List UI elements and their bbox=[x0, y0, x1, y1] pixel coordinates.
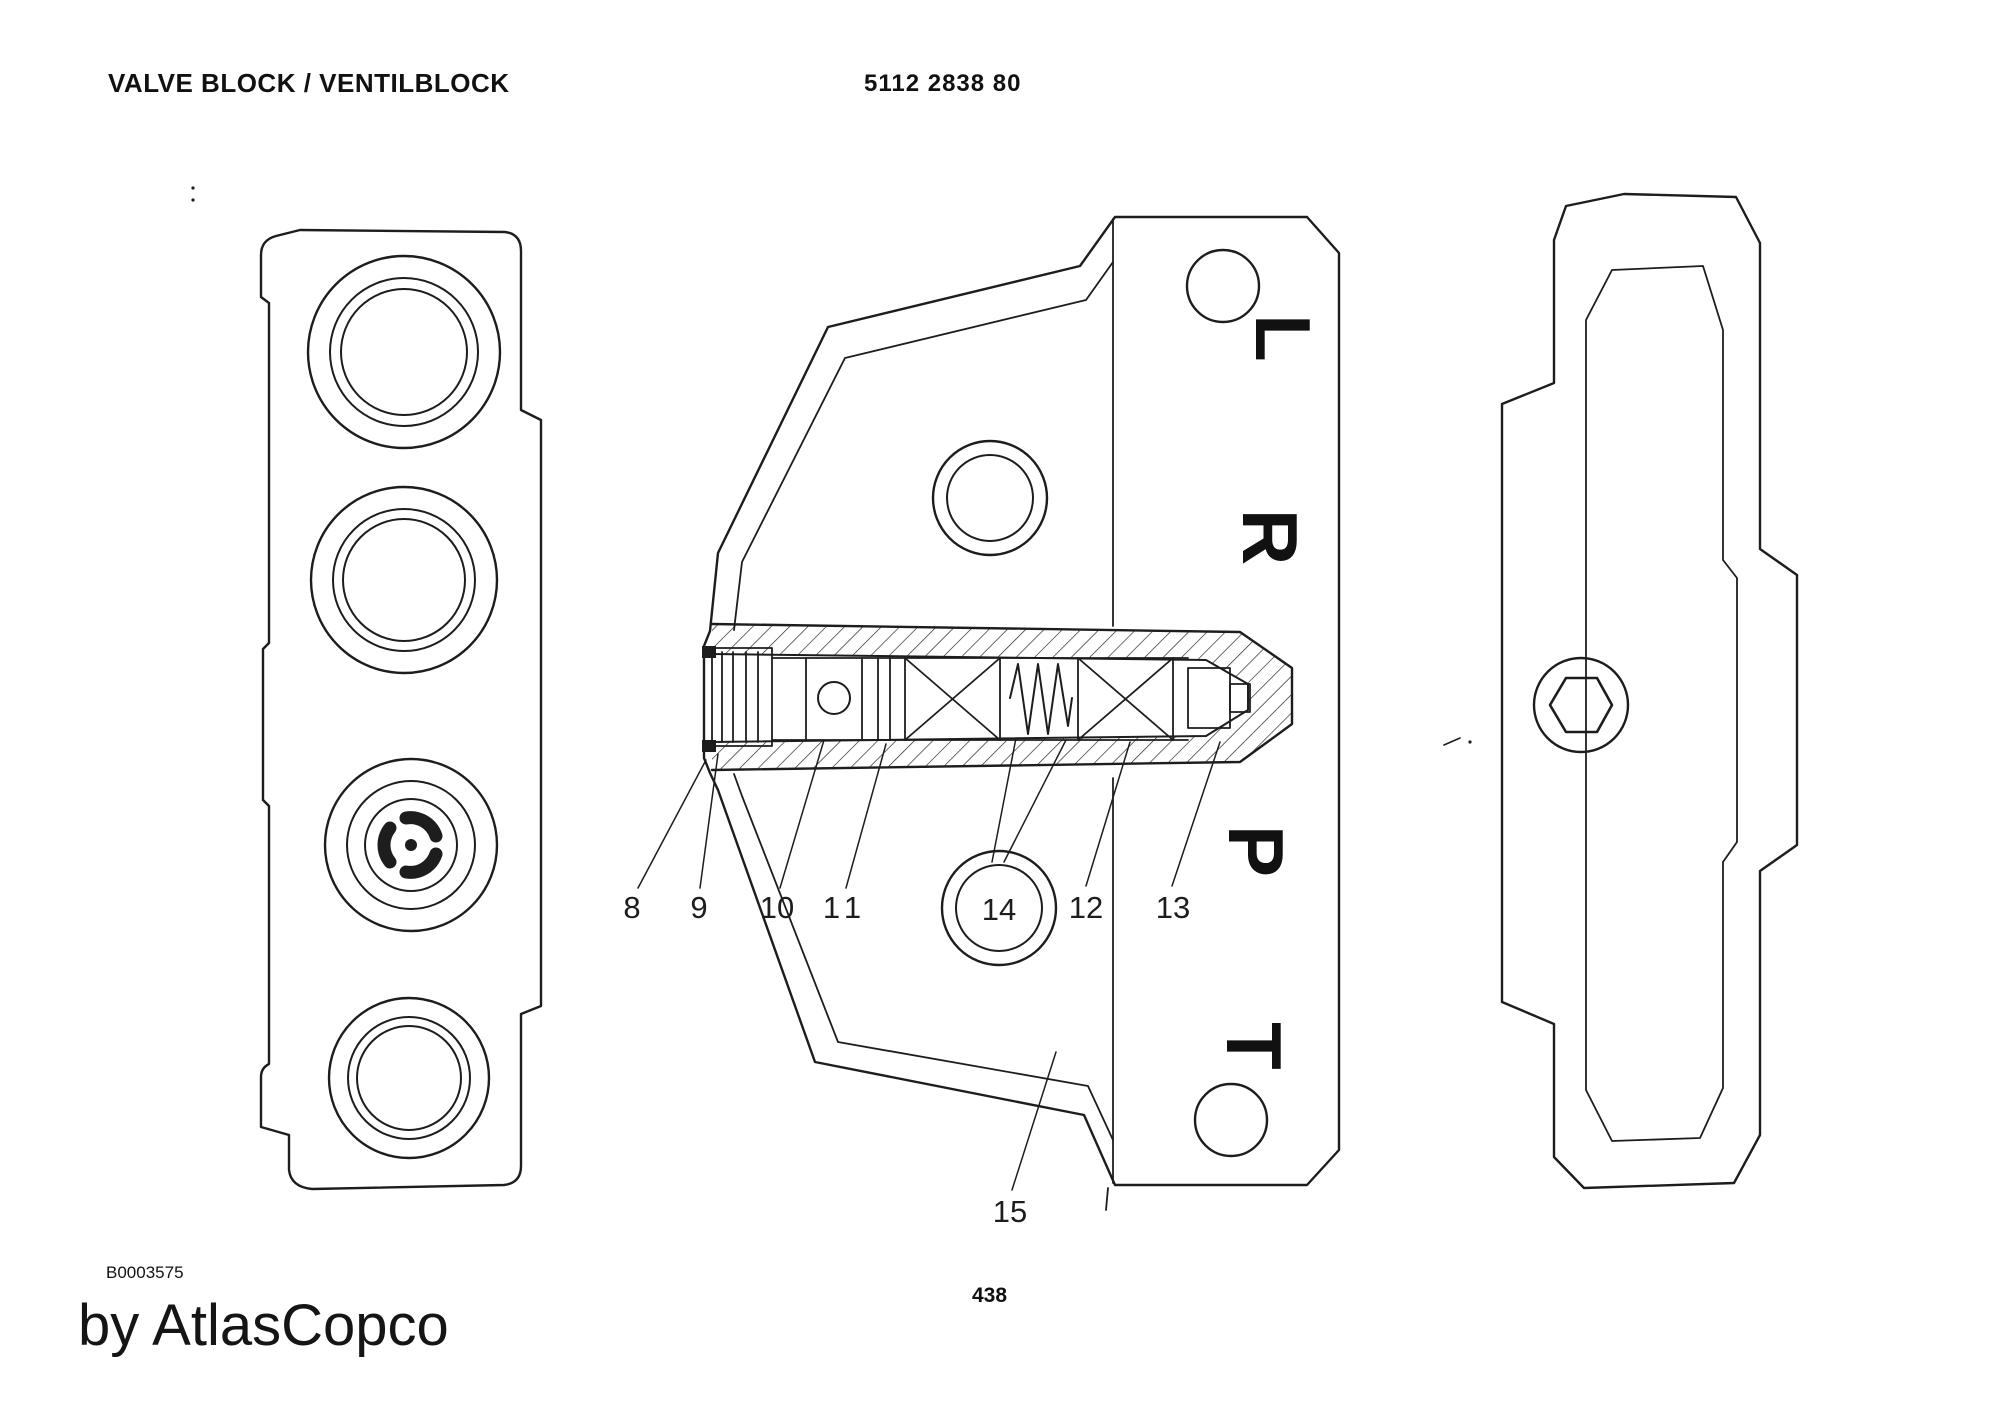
port-circle-2 bbox=[309, 485, 499, 675]
sectional-view: L R P T 8 9 10 11 14 12 13 15 bbox=[623, 215, 1341, 1229]
end-cap bbox=[711, 647, 773, 747]
page-number: 438 bbox=[972, 1284, 1008, 1307]
callout-11: 11 bbox=[823, 890, 867, 925]
spring bbox=[1009, 663, 1073, 735]
drawing-code: B0003575 bbox=[106, 1263, 184, 1282]
tick-mark bbox=[1105, 1187, 1109, 1211]
port-label-p: P bbox=[1212, 825, 1300, 877]
part-number: 5112 2838 80 bbox=[864, 70, 1022, 97]
port-circle-1 bbox=[306, 254, 502, 450]
bore-wall-hatching bbox=[712, 624, 1292, 770]
left-view bbox=[259, 228, 543, 1191]
callout-numbers: 8 9 10 11 14 12 13 15 bbox=[623, 890, 1190, 1229]
callout-10: 10 bbox=[760, 890, 794, 925]
body-outline bbox=[702, 215, 1341, 1187]
callout-15: 15 bbox=[993, 1194, 1027, 1229]
lower-port-circle bbox=[940, 849, 1058, 967]
right-view-inner-contour bbox=[1585, 265, 1738, 1142]
page-title: VALVE BLOCK / VENTILBLOCK bbox=[108, 68, 510, 98]
bore-inner-outline bbox=[711, 653, 1249, 743]
sleeve-section-2 bbox=[1077, 657, 1174, 741]
callout-12: 12 bbox=[1069, 890, 1103, 925]
corner-bore-bottom bbox=[1193, 1082, 1269, 1158]
right-view bbox=[1443, 192, 1799, 1190]
inner-contour-top bbox=[733, 261, 1114, 631]
inner-contour-bottom bbox=[733, 773, 1114, 1141]
right-view-outline bbox=[1500, 192, 1799, 1190]
reference-marks-top-left bbox=[191, 186, 195, 202]
end-plug bbox=[1187, 667, 1251, 729]
port-label-l: L bbox=[1239, 314, 1327, 362]
callout-8: 8 bbox=[623, 890, 640, 925]
leader-lines bbox=[637, 737, 1221, 1191]
valve-insert-pinwheel bbox=[377, 811, 443, 879]
left-view-outline bbox=[259, 228, 543, 1191]
port-label-r: R bbox=[1226, 509, 1314, 565]
port-label-t: T bbox=[1210, 1022, 1298, 1070]
reference-marks-right bbox=[1443, 737, 1472, 746]
check-ball bbox=[817, 681, 851, 715]
port-circle-4 bbox=[327, 996, 491, 1160]
hex-bolt bbox=[1532, 656, 1630, 754]
callout-13: 13 bbox=[1156, 890, 1190, 925]
port-letters: L R P T bbox=[1210, 314, 1327, 1070]
spool-body bbox=[771, 657, 1189, 741]
corner-bore-top bbox=[1185, 248, 1261, 324]
upper-port-circle bbox=[931, 439, 1049, 557]
callout-14: 14 bbox=[982, 892, 1016, 927]
sleeve-section-1 bbox=[904, 657, 1001, 741]
callout-9: 9 bbox=[690, 890, 707, 925]
valve-bore-section bbox=[702, 622, 1294, 772]
brand-watermark: by AtlasCopco bbox=[78, 1293, 449, 1358]
bore-outer-outline bbox=[710, 622, 1294, 772]
port-circle-3-valve-insert bbox=[323, 757, 499, 933]
